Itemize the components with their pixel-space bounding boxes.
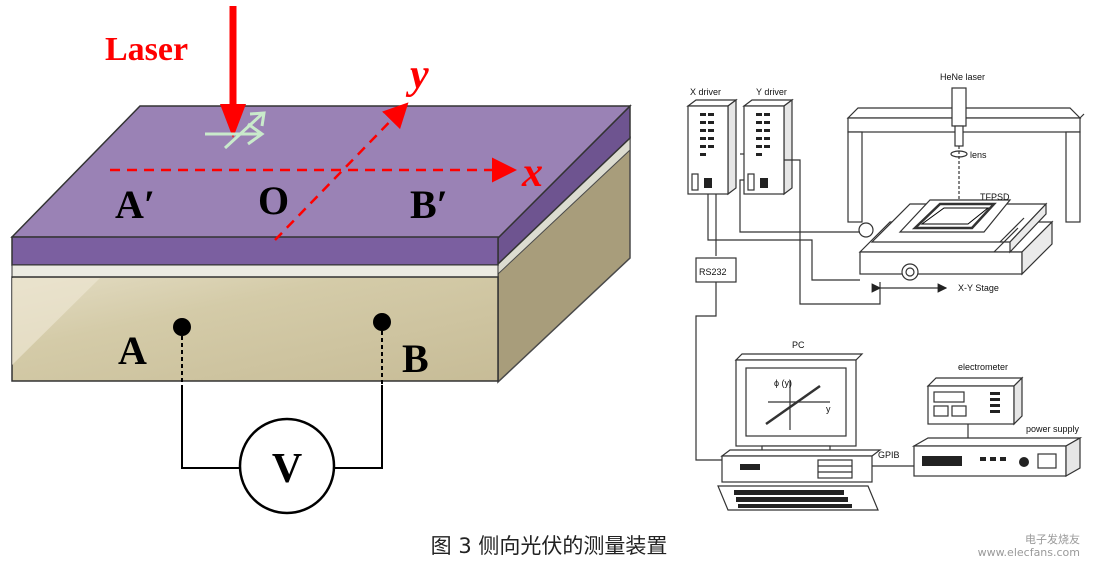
plot-y-label: ϕ (y) bbox=[774, 378, 792, 388]
film-front-face bbox=[11, 236, 499, 266]
interlayer-front-face bbox=[11, 264, 499, 278]
cable-rs232-pc bbox=[695, 282, 728, 461]
watermark-line1: 电子发烧友 bbox=[1025, 533, 1080, 546]
y-axis-label: y bbox=[405, 52, 429, 98]
xy-stage-label: X-Y Stage bbox=[958, 283, 999, 293]
electrode-a bbox=[173, 318, 191, 336]
substrate-front-face bbox=[11, 276, 499, 382]
electrometer-unit bbox=[926, 376, 1024, 426]
voltmeter-label: V bbox=[272, 446, 302, 492]
y-axis-dashed bbox=[274, 102, 409, 241]
point-b-prime: B′ bbox=[410, 182, 448, 227]
wire-b bbox=[334, 385, 383, 469]
pc-monitor bbox=[734, 353, 864, 453]
cable-y-right bbox=[784, 159, 881, 305]
spot-direction-arrow bbox=[205, 111, 266, 150]
xy-stage bbox=[858, 199, 1054, 281]
laser-label: Laser bbox=[105, 31, 188, 68]
lens-label: lens bbox=[970, 150, 987, 160]
voltmeter-circle bbox=[238, 417, 336, 515]
point-b-label: B bbox=[402, 336, 429, 381]
laser-arrowhead bbox=[220, 104, 246, 138]
plot-x-label: y bbox=[826, 404, 831, 414]
hene-laser-label: HeNe laser bbox=[940, 72, 985, 82]
figure-caption: 图 3 侧向光伏的测量装置 bbox=[430, 534, 668, 558]
pc-keyboard bbox=[717, 485, 879, 511]
pc-base bbox=[720, 449, 882, 483]
watermark: 电子发烧友 www.elecfans.com bbox=[978, 533, 1080, 559]
watermark-line2: www.elecfans.com bbox=[977, 546, 1080, 559]
gpib-label: GPIB bbox=[878, 450, 900, 460]
hene-laser-tube bbox=[951, 87, 967, 127]
x-axis-label: x bbox=[521, 150, 543, 196]
x-driver-label: X driver bbox=[690, 87, 721, 97]
measurement-setup: X driver Y driver bbox=[686, 72, 1085, 511]
electrometer-label: electrometer bbox=[958, 362, 1008, 372]
rs232-label: RS232 bbox=[699, 267, 727, 277]
point-a-prime: A′ bbox=[115, 182, 155, 227]
substrate-highlight bbox=[12, 278, 100, 365]
cable-x-driver bbox=[707, 194, 860, 281]
point-a-label: A bbox=[118, 328, 147, 373]
point-o: O bbox=[258, 178, 289, 223]
tfpsd-label: TFPSD bbox=[980, 192, 1010, 202]
pc-label: PC bbox=[792, 340, 805, 350]
lateral-photovoltaic-sample: Laser x y A′ O B′ A B V bbox=[10, 6, 632, 515]
y-driver-unit bbox=[742, 98, 794, 196]
wire-a bbox=[181, 385, 240, 469]
power-supply-label: power supply bbox=[1026, 424, 1080, 434]
x-driver-unit bbox=[686, 98, 738, 196]
y-driver-label: Y driver bbox=[756, 87, 787, 97]
electrode-b bbox=[373, 313, 391, 331]
power-supply-unit bbox=[911, 436, 1083, 478]
